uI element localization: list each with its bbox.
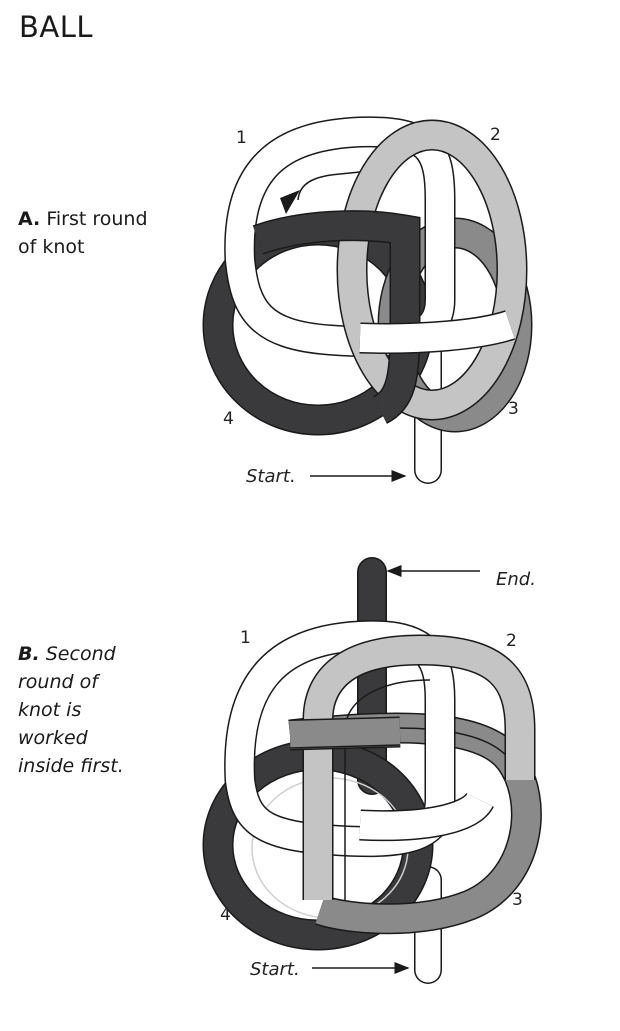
caption-a-line: of knot — [18, 236, 85, 258]
number-4: 4 — [220, 905, 231, 925]
caption-b-line: knot is — [18, 699, 82, 721]
figure-a-knot: 1 2 3 4 Start. — [202, 116, 533, 487]
caption-a-label: A. — [18, 208, 41, 230]
number-3: 3 — [512, 890, 523, 910]
cord-1-white — [224, 116, 456, 358]
caption-b-label: B. — [18, 643, 40, 665]
caption-b-line: worked — [18, 727, 88, 749]
caption-a-line: First round — [46, 208, 148, 230]
number-2: 2 — [506, 631, 517, 651]
caption-b: B. Second round of knot is worked inside… — [18, 640, 124, 780]
page-title: BALL — [19, 10, 94, 44]
cord-1-white-over — [359, 310, 515, 354]
caption-b-line: round of — [18, 671, 98, 693]
figure-b-knot: 1 2 3 4 End. Start. — [202, 557, 542, 984]
cord-1-white-over — [359, 791, 494, 842]
start-label: Start. — [250, 959, 300, 980]
number-4: 4 — [223, 409, 234, 429]
number-1: 1 — [236, 128, 247, 148]
number-1: 1 — [240, 628, 251, 648]
cord-1-white — [224, 620, 456, 858]
caption-a: A. First round of knot — [18, 205, 148, 261]
start-label: Start. — [246, 466, 296, 487]
number-2: 2 — [490, 125, 501, 145]
end-label: End. — [496, 569, 536, 590]
caption-b-line: inside first. — [18, 755, 124, 777]
cord-3-mid-over — [289, 716, 401, 751]
cord-4-dark-over — [252, 210, 421, 424]
caption-b-line: Second — [45, 643, 116, 665]
number-3: 3 — [508, 399, 519, 419]
direction-arrow-icon — [280, 190, 300, 214]
cord-2-light — [336, 119, 528, 421]
